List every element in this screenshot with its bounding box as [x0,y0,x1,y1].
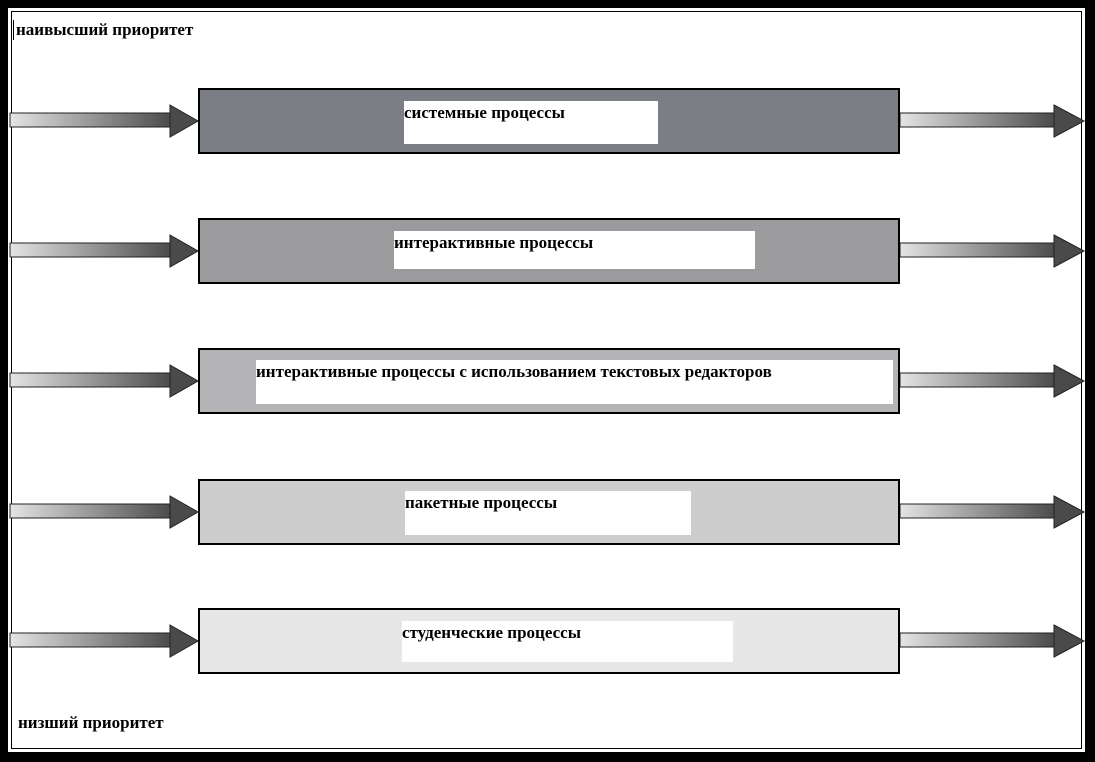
outgoing-arrow [899,624,1086,658]
queue-label: интерактивные процессы [394,231,755,269]
incoming-arrow [9,364,200,398]
lowest-priority-label: низший приоритет [18,713,164,732]
text-cursor [13,20,14,40]
queue-label: студенческие процессы [402,621,733,662]
outgoing-arrow [899,234,1086,268]
queue-system: системные процессы [8,88,1091,154]
outgoing-arrow [899,364,1086,398]
queue-interactive: интерактивные процессы [8,218,1091,284]
queue-student: студенческие процессы [8,608,1091,674]
queue-label: пакетные процессы [405,491,691,535]
queue-interactive-editors: интерактивные процессы с использованием … [8,348,1091,414]
incoming-arrow [9,234,200,268]
incoming-arrow [9,495,200,529]
queue-batch: пакетные процессы [8,479,1091,545]
queue-label: системные процессы [404,101,658,144]
diagram-frame: наивысший приоритет системные процессы [5,5,1088,755]
highest-priority-label: наивысший приоритет [16,20,194,39]
queue-label: интерактивные процессы с использованием … [256,360,893,404]
incoming-arrow [9,624,200,658]
outgoing-arrow [899,495,1086,529]
incoming-arrow [9,104,200,138]
queue-arrows [9,624,1086,658]
outgoing-arrow [899,104,1086,138]
queue-arrows [9,364,1086,398]
queue-arrows [9,104,1086,138]
queue-arrows [9,234,1086,268]
queue-arrows [9,495,1086,529]
